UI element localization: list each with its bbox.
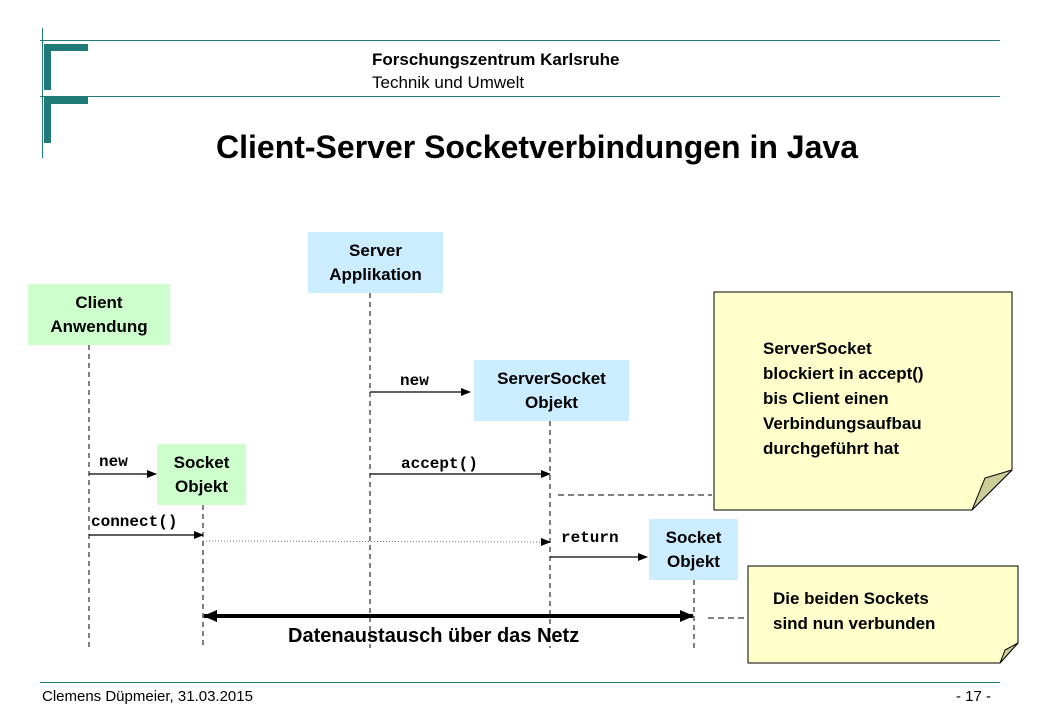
note1-text: ServerSocket blockiert in accept() bis C… xyxy=(763,336,924,461)
logo-upper-vertical xyxy=(44,44,51,90)
server-socket-line1: ServerSocket xyxy=(497,368,606,388)
note2-text: Die beiden Sockets sind nun verbunden xyxy=(773,586,935,636)
arrow-connect-request xyxy=(202,537,551,546)
server-app-line1: Server xyxy=(349,240,402,260)
server-side-socket-line2: Objekt xyxy=(667,551,720,571)
client-app-box: Client Anwendung xyxy=(28,284,170,345)
note2-line1: Die beiden Sockets xyxy=(773,589,929,608)
note1-line2: blockiert in accept() xyxy=(763,364,924,383)
label-accept: accept() xyxy=(401,455,478,473)
header-bottom-line xyxy=(40,96,1000,97)
data-exchange-label: Datenaustausch über das Netz xyxy=(288,625,580,647)
logo-lower-vertical xyxy=(44,97,51,143)
page-title: Client-Server Socketverbindungen in Java xyxy=(216,129,858,165)
label-connect: connect() xyxy=(91,513,178,531)
footer-page-number: - 17 - xyxy=(956,688,992,705)
label-new-server: new xyxy=(400,372,429,390)
org-name: Forschungszentrum Karlsruhe xyxy=(372,50,620,69)
header-top-line xyxy=(40,40,1000,41)
footer-line xyxy=(40,682,1000,683)
logo-vertical-line xyxy=(42,28,43,158)
client-socket-line2: Objekt xyxy=(175,476,228,496)
note1-fold xyxy=(971,469,1013,511)
logo-upper-horizontal xyxy=(44,44,88,51)
label-return: return xyxy=(561,529,619,547)
server-side-socket-box: Socket Objekt xyxy=(649,519,738,580)
note1-line1: ServerSocket xyxy=(763,339,872,358)
client-socket-line1: Socket xyxy=(173,452,230,472)
label-new-client: new xyxy=(99,453,128,471)
note1-line3: bis Client einen xyxy=(763,389,889,408)
server-socket-line2: Objekt xyxy=(525,392,578,412)
server-socket-box: ServerSocket Objekt xyxy=(474,360,629,421)
org-division: Technik und Umwelt xyxy=(372,73,525,92)
server-side-socket-line1: Socket xyxy=(665,527,722,547)
note2-fold xyxy=(999,642,1019,664)
logo-lower-horizontal xyxy=(44,97,88,104)
footer-author-date: Clemens Düpmeier, 31.03.2015 xyxy=(42,688,253,705)
server-app-line2: Applikation xyxy=(329,264,422,284)
note1-line5: durchgeführt hat xyxy=(763,439,899,458)
server-app-box: Server Applikation xyxy=(308,232,443,293)
client-socket-box: Socket Objekt xyxy=(157,444,246,505)
note1-line4: Verbindungsaufbau xyxy=(763,414,922,433)
client-app-line2: Anwendung xyxy=(50,316,148,336)
client-app-line1: Client xyxy=(75,292,123,312)
note2-line2: sind nun verbunden xyxy=(773,614,936,633)
